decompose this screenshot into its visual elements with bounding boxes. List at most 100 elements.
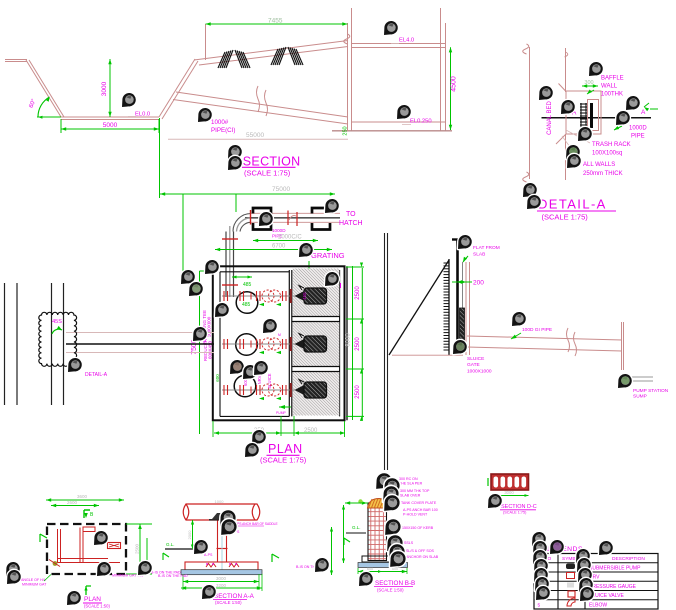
svg-text:5000: 5000 (103, 122, 118, 129)
svg-text:3000: 3000 (504, 490, 514, 495)
svg-text:A-PS ANCH BAR 100: A-PS ANCH BAR 100 (403, 508, 438, 512)
svg-text:ELBOW: ELBOW (589, 602, 607, 608)
svg-text:(SCALE 1:75): (SCALE 1:75) (542, 213, 589, 222)
svg-text:1000D: 1000D (272, 228, 286, 233)
svg-text:2000: 2000 (187, 530, 192, 540)
svg-text:TO: TO (346, 211, 356, 218)
svg-text:1000X600: 1000X600 (207, 316, 212, 337)
svg-text:1000: 1000 (215, 499, 225, 504)
svg-text:7455: 7455 (268, 18, 283, 25)
svg-text:8000: 8000 (346, 333, 352, 347)
svg-text:SLAB: SLAB (473, 252, 485, 258)
svg-text:SL/S & OFF SOS: SL/S & OFF SOS (406, 549, 435, 553)
svg-text:3000: 3000 (216, 576, 227, 581)
svg-text:ANCHOR ON SLAB: ANCHOR ON SLAB (406, 555, 439, 559)
svg-text:PUMP STATION: PUMP STATION (633, 388, 669, 394)
svg-text:250mm THICK: 250mm THICK (583, 171, 623, 177)
svg-text:SECTION A-A: SECTION A-A (214, 593, 255, 600)
svg-text:600: 600 (367, 567, 373, 571)
svg-text:(SCALE 1:75): (SCALE 1:75) (260, 456, 307, 465)
svg-text:EL0.0: EL0.0 (135, 112, 150, 118)
svg-text:4500: 4500 (451, 76, 458, 92)
svg-text:100X100sq: 100X100sq (592, 151, 622, 157)
svg-text:250: 250 (343, 126, 349, 135)
svg-text:45S: 45S (302, 292, 307, 300)
svg-text:TRASH RACK: TRASH RACK (592, 142, 631, 148)
svg-text:75000: 75000 (272, 186, 290, 193)
svg-text:G.L.: G.L. (352, 525, 361, 530)
svg-text:SLUICE VALVE: SLUICE VALVE (589, 593, 624, 599)
svg-text:EL4.0: EL4.0 (399, 38, 414, 44)
svg-text:SECTION: SECTION (243, 155, 301, 169)
svg-text:1000X1000: 1000X1000 (467, 369, 492, 375)
svg-text:150X150 OF KERB: 150X150 OF KERB (402, 526, 434, 530)
svg-text:300: 300 (584, 80, 593, 86)
svg-text:485: 485 (243, 282, 252, 288)
svg-text:B-IS ON THE PAD: B-IS ON THE PAD (296, 565, 326, 569)
svg-text:TANK COVER PLATE: TANK COVER PLATE (401, 501, 437, 505)
svg-text:B: B (90, 512, 94, 518)
svg-text:(SCALE 1:75): (SCALE 1:75) (503, 511, 527, 515)
svg-text:2600: 2600 (67, 500, 78, 505)
svg-text:485: 485 (242, 302, 251, 308)
svg-text:1000D: 1000D (629, 126, 647, 132)
svg-text:SLAB OVER: SLAB OVER (400, 494, 421, 498)
svg-text:G.L.: G.L. (166, 542, 175, 547)
svg-text:600X450: 600X450 (208, 341, 213, 360)
svg-text:600: 600 (215, 374, 220, 382)
svg-text:BAFFLE: BAFFLE (601, 76, 624, 82)
svg-text:DETAIL-A: DETAIL-A (85, 372, 108, 378)
svg-text:SYMBOL: SYMBOL (562, 556, 582, 562)
svg-text:NRV: NRV (589, 575, 600, 581)
svg-text:A: A (572, 110, 577, 117)
svg-text:GATE: GATE (467, 362, 480, 368)
svg-text:2500: 2500 (355, 286, 361, 300)
svg-text:MINIMUM GAT 800: MINIMUM GAT 800 (112, 574, 143, 578)
svg-text:60°: 60° (29, 98, 38, 109)
svg-text:DETAIL-A: DETAIL-A (538, 197, 607, 212)
svg-text:300 MM THK TOP: 300 MM THK TOP (400, 489, 430, 493)
svg-text:REDUCER: REDUCER (203, 338, 208, 361)
svg-text:SLUICE: SLUICE (467, 356, 484, 362)
svg-text:FLAT FROM: FLAT FROM (473, 245, 500, 251)
svg-text:A-PS: A-PS (204, 553, 213, 557)
svg-text:PUMP: PUMP (276, 411, 287, 415)
svg-text:3600: 3600 (77, 494, 88, 499)
svg-text:A-PS ANCH BAR OF SADDLE: A-PS ANCH BAR OF SADDLE (234, 522, 278, 526)
svg-text:SSLS: SSLS (404, 541, 414, 545)
svg-text:(SCALE 1:50): (SCALE 1:50) (84, 604, 110, 609)
svg-text:5: 5 (538, 602, 541, 608)
svg-text:1000#: 1000# (211, 119, 229, 126)
svg-text:2500: 2500 (135, 543, 140, 554)
svg-text:55000: 55000 (246, 132, 264, 139)
svg-text:200: 200 (473, 280, 484, 287)
svg-text:6700: 6700 (272, 244, 286, 250)
svg-text:P-HOLD VENT: P-HOLD VENT (403, 513, 428, 517)
svg-text:MINIMUM GAT: MINIMUM GAT (22, 583, 47, 587)
svg-text:(SCALE 1:50): (SCALE 1:50) (215, 600, 242, 605)
svg-text:WALL: WALL (601, 84, 618, 90)
svg-text:SECTION D-C: SECTION D-C (501, 504, 537, 510)
svg-text:ANGLE OF H/L: ANGLE OF H/L (21, 578, 46, 582)
svg-text:7500: 7500 (191, 339, 198, 355)
svg-text:SECTION B-B: SECTION B-B (375, 580, 415, 587)
svg-text:ALL WALLS: ALL WALLS (583, 162, 615, 168)
svg-text:100THK: 100THK (601, 92, 623, 98)
svg-text:CANAL BED: CANAL BED (547, 100, 553, 134)
svg-text:PIPE: PIPE (272, 234, 282, 239)
svg-text:PLAN: PLAN (268, 442, 303, 456)
svg-text:2500: 2500 (355, 337, 361, 351)
svg-text:SUBMERSIBLE PUMP: SUBMERSIBLE PUMP (589, 565, 641, 571)
svg-text:2500: 2500 (355, 385, 361, 399)
svg-text:PLAN: PLAN (84, 596, 101, 603)
svg-text:2500: 2500 (304, 428, 318, 434)
svg-text:B-IS ON THE PAD: B-IS ON THE PAD (151, 571, 181, 575)
svg-text:600: 600 (392, 567, 398, 571)
svg-text:B-IS ON THE PAD: B-IS ON THE PAD (158, 574, 188, 578)
svg-text:GRATING: GRATING (311, 251, 345, 260)
svg-text:600D: 600D (243, 376, 248, 386)
svg-text:A: A (641, 109, 646, 116)
svg-text:2000C/C: 2000C/C (278, 235, 302, 241)
svg-text:(SCALE 1:75): (SCALE 1:75) (244, 169, 291, 178)
svg-text:SLUICE: SLUICE (267, 373, 272, 388)
